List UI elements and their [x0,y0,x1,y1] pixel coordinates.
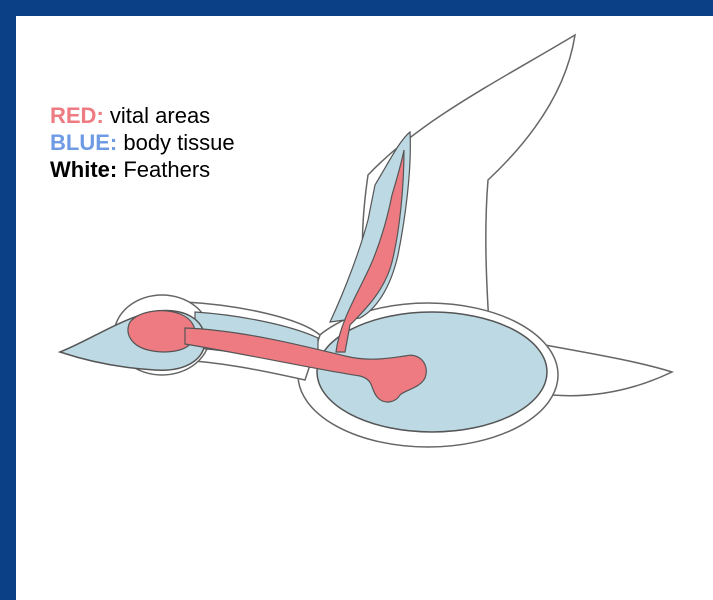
legend-key-red: RED: [50,103,104,128]
legend-row-blue: BLUE: body tissue [50,129,235,156]
legend-key-white: White: [50,157,117,182]
legend: RED: vital areas BLUE: body tissue White… [50,102,235,183]
legend-key-blue: BLUE: [50,130,117,155]
legend-row-red: RED: vital areas [50,102,235,129]
legend-desc-red: vital areas [110,103,210,128]
legend-desc-white: Feathers [123,157,210,182]
tail-feather-outline [545,345,672,396]
legend-desc-blue: body tissue [123,130,234,155]
legend-row-white: White: Feathers [50,156,235,183]
